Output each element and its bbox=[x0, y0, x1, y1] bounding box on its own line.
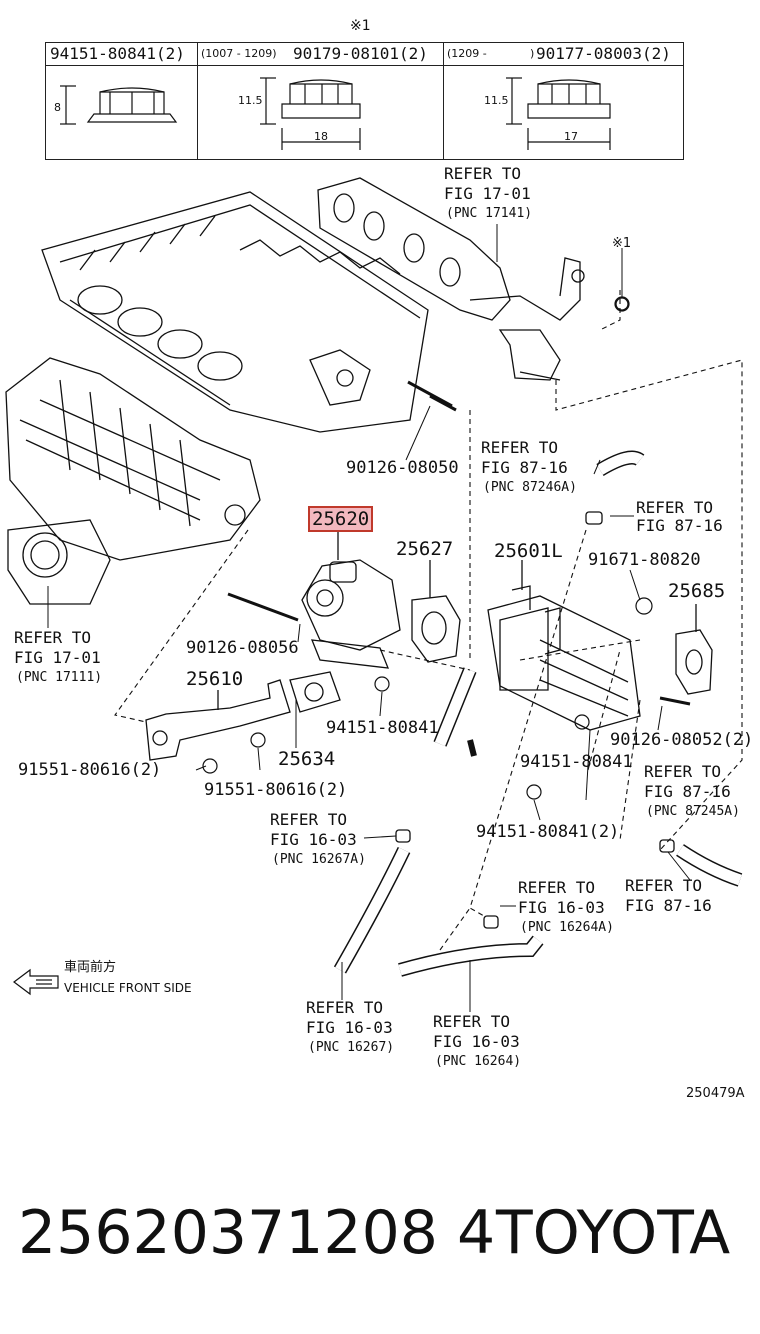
refer-17111-pnc: (PNC 17111) bbox=[16, 670, 103, 685]
footer-part-number: 25620371208 4 bbox=[18, 1198, 496, 1268]
refer-87246a-pnc: (PNC 87246A) bbox=[483, 480, 577, 495]
refer-16267a-pnc: (PNC 16267A) bbox=[272, 852, 366, 867]
part-25601L: 25601L bbox=[494, 540, 563, 562]
refer-87245a-pnc: (PNC 87245A) bbox=[646, 804, 740, 819]
refer-16264a-line1: REFER TO bbox=[518, 878, 596, 897]
part-94151-80841-b: 94151-80841 bbox=[520, 752, 633, 772]
refer-17141-line2: FIG 17-01 bbox=[444, 184, 531, 203]
fastener-table-header bbox=[46, 43, 683, 66]
refer-17141-pnc: (PNC 17141) bbox=[446, 206, 533, 221]
gasket-25685-drawing bbox=[675, 604, 713, 695]
part-25685: 25685 bbox=[668, 580, 726, 602]
nut-icon-2 bbox=[260, 77, 361, 150]
refer-16264a-pnc: (PNC 16264A) bbox=[520, 920, 614, 935]
part-90126-08052-2: 90126-08052(2) bbox=[610, 730, 754, 750]
part-25620-highlighted[interactable]: 25620 bbox=[308, 506, 374, 532]
refer-8716-b-line2: FIG 87-16 bbox=[625, 896, 712, 915]
table-divider-1 bbox=[197, 43, 198, 159]
cylinder-head-drawing bbox=[41, 191, 453, 433]
egr-cooler-drawing bbox=[487, 560, 641, 731]
part-91551-80616-2-right: 91551-80616(2) bbox=[204, 780, 348, 800]
figure-code: 250479A bbox=[686, 1086, 745, 1101]
part-25627: 25627 bbox=[396, 538, 454, 560]
refer-16264-line1: REFER TO bbox=[433, 1012, 511, 1031]
table-col3-paren: ) bbox=[530, 47, 535, 60]
table-col1-part: 94151-80841(2) bbox=[50, 44, 185, 63]
refer-17141-line1: REFER TO bbox=[444, 164, 522, 183]
refer-87245a-line1: REFER TO bbox=[644, 762, 722, 781]
table-divider-2 bbox=[443, 43, 444, 159]
fastener-table bbox=[45, 42, 684, 160]
part-90126-08056: 90126-08056 bbox=[186, 638, 299, 658]
table-col1-dim: 8 bbox=[54, 101, 61, 114]
refer-16267a-line1: REFER TO bbox=[270, 810, 348, 829]
refer-16267-line1: REFER TO bbox=[306, 998, 384, 1017]
refer-87246a-line1: REFER TO bbox=[481, 438, 559, 457]
exhaust-manifold-drawing bbox=[317, 177, 629, 381]
refer-16267a-line2: FIG 16-03 bbox=[270, 830, 357, 849]
table-col3-range: (1209 - bbox=[447, 47, 487, 60]
refer-16267-pnc: (PNC 16267) bbox=[308, 1040, 395, 1055]
note-mark-1: ※1 bbox=[612, 236, 632, 251]
footer-brand: TOYOTA bbox=[496, 1198, 731, 1268]
table-col2-part: 90179-08101(2) bbox=[293, 44, 428, 63]
intake-manifold-drawing bbox=[5, 357, 261, 605]
table-col2-dim-h: 11.5 bbox=[238, 94, 263, 107]
table-col2-dim-w: 18 bbox=[314, 130, 328, 143]
nut-icon-1 bbox=[60, 85, 178, 125]
nut-icon-3 bbox=[506, 77, 611, 150]
refer-8716-b-line1: REFER TO bbox=[625, 876, 703, 895]
part-25634: 25634 bbox=[278, 748, 336, 770]
table-col2-range: (1007 - 1209) bbox=[201, 47, 277, 60]
vehicle-front-en: VEHICLE FRONT SIDE bbox=[64, 981, 192, 995]
refer-16264-line2: FIG 16-03 bbox=[433, 1032, 520, 1051]
egr-pipe-25610-drawing bbox=[145, 671, 341, 761]
fasteners-drawing bbox=[202, 296, 691, 800]
table-col3-part: 90177-08003(2) bbox=[536, 44, 671, 63]
part-91551-80616-2-left: 91551-80616(2) bbox=[18, 760, 162, 780]
egr-valve-drawing bbox=[301, 530, 401, 669]
refer-8716-a-line2: FIG 87-16 bbox=[636, 516, 723, 535]
leader-lines bbox=[47, 224, 691, 1012]
part-91671-80820: 91671-80820 bbox=[588, 550, 701, 570]
table-col3-dim-h: 11.5 bbox=[484, 94, 509, 107]
hoses-drawing bbox=[333, 450, 743, 977]
part-94151-80841-a: 94151-80841 bbox=[326, 718, 439, 738]
refer-87246a-line2: FIG 87-16 bbox=[481, 458, 568, 477]
refer-87245a-line2: FIG 87-16 bbox=[644, 782, 731, 801]
refer-16267-line2: FIG 16-03 bbox=[306, 1018, 393, 1037]
dashed-routing-lines bbox=[114, 290, 743, 951]
part-90126-08050: 90126-08050 bbox=[346, 458, 459, 478]
refer-17111-line2: FIG 17-01 bbox=[14, 648, 101, 667]
note-mark-top: ※1 bbox=[350, 18, 371, 34]
refer-8716-a-line1: REFER TO bbox=[636, 498, 714, 517]
refer-16264a-line2: FIG 16-03 bbox=[518, 898, 605, 917]
table-col3-dim-w: 17 bbox=[564, 130, 578, 143]
part-25610: 25610 bbox=[186, 668, 244, 690]
front-arrow-icon bbox=[13, 968, 59, 996]
gasket-25627-drawing bbox=[411, 560, 461, 663]
refer-17111-line1: REFER TO bbox=[14, 628, 92, 647]
vehicle-front-jp: 車両前方 bbox=[64, 960, 117, 975]
refer-16264-pnc: (PNC 16264) bbox=[435, 1054, 522, 1069]
part-94151-80841-2: 94151-80841(2) bbox=[476, 822, 620, 842]
